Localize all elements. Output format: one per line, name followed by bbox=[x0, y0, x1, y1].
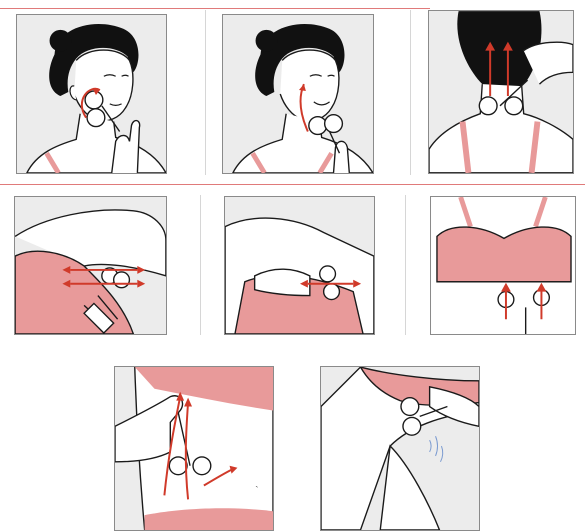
woman-face-icon bbox=[17, 15, 166, 173]
separator-line bbox=[205, 10, 206, 175]
abdomen-icon: ` bbox=[115, 367, 273, 530]
woman-face-icon bbox=[223, 15, 373, 173]
illustration-panel-thigh bbox=[320, 366, 480, 531]
separator-line bbox=[410, 10, 411, 175]
illustration-panel-abdomen: ` bbox=[114, 366, 274, 531]
svg-text:`: ` bbox=[255, 485, 258, 496]
separator-line bbox=[200, 195, 201, 335]
illustration-panel-face-jaw bbox=[222, 14, 374, 174]
neck-back-icon bbox=[429, 11, 573, 173]
underarm-icon bbox=[15, 197, 166, 334]
separator-line bbox=[405, 195, 406, 335]
top-divider-line bbox=[0, 8, 430, 9]
illustration-panel-chest-front bbox=[430, 196, 576, 335]
side-chest-icon bbox=[225, 197, 374, 334]
illustration-panel-side-chest bbox=[224, 196, 375, 335]
illustration-panel-underarm bbox=[14, 196, 167, 335]
thigh-icon bbox=[321, 367, 479, 530]
middle-divider-line bbox=[0, 184, 585, 185]
illustration-panel-face-cheek bbox=[16, 14, 167, 174]
illustration-panel-neck-back bbox=[428, 10, 574, 174]
chest-front-icon bbox=[431, 197, 575, 334]
